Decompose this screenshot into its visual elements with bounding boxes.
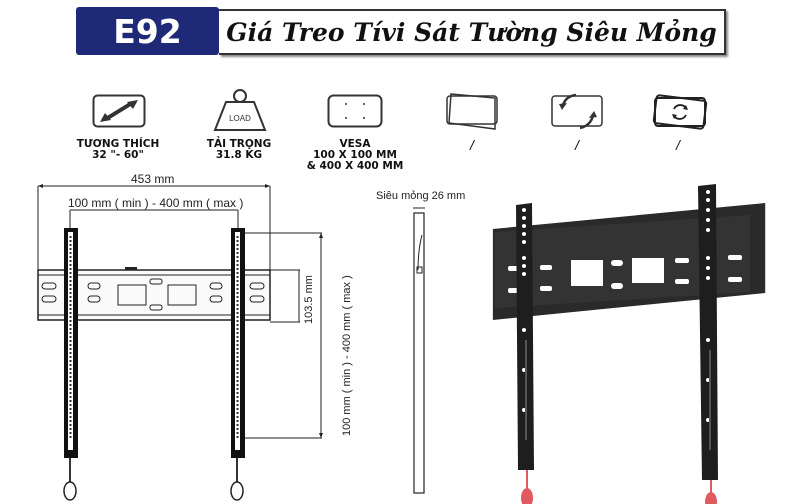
rotate-value: / <box>676 137 680 153</box>
load-weight-icon: LOAD <box>213 88 267 137</box>
vesa-pattern-icon <box>327 94 383 133</box>
swivel-value: / <box>575 137 579 153</box>
feature-compat-label: TƯƠNG THÍCH 32 "- 60" <box>76 138 160 161</box>
diagonal-size-icon <box>92 94 146 133</box>
rotate-icon <box>650 92 710 137</box>
model-badge: E92 <box>76 7 219 55</box>
title-box: Giá Treo Tívi Sát Tường Siêu Mỏng <box>219 9 726 55</box>
tilt-value: / <box>470 137 474 153</box>
profile-label: Siêu mỏng 26 mm <box>376 190 466 202</box>
tilt-icon <box>445 93 501 136</box>
plate-height-label: 103.5 mm <box>303 275 315 324</box>
feature-vesa-label: VESA 100 X 100 MM & 400 X 400 MM <box>306 138 404 172</box>
svg-text:LOAD: LOAD <box>229 114 251 123</box>
front-view-drawing <box>37 184 323 501</box>
feature-load-label: TẢI TRỌNG 31.8 KG <box>206 138 272 161</box>
vesa-vertical-label: 100 mm ( min ) - 400 mm ( max ) <box>341 275 353 436</box>
vesa-horizontal-label: 100 mm ( min ) - 400 mm ( max ) <box>68 196 244 210</box>
swivel-icon <box>550 93 606 136</box>
model-code: E92 <box>113 11 182 51</box>
page-title: Giá Treo Tívi Sát Tường Siêu Mỏng <box>226 17 717 47</box>
bracket-photo <box>492 184 766 504</box>
side-profile-drawing <box>413 207 425 494</box>
width-total-label: 453 mm <box>131 172 175 186</box>
